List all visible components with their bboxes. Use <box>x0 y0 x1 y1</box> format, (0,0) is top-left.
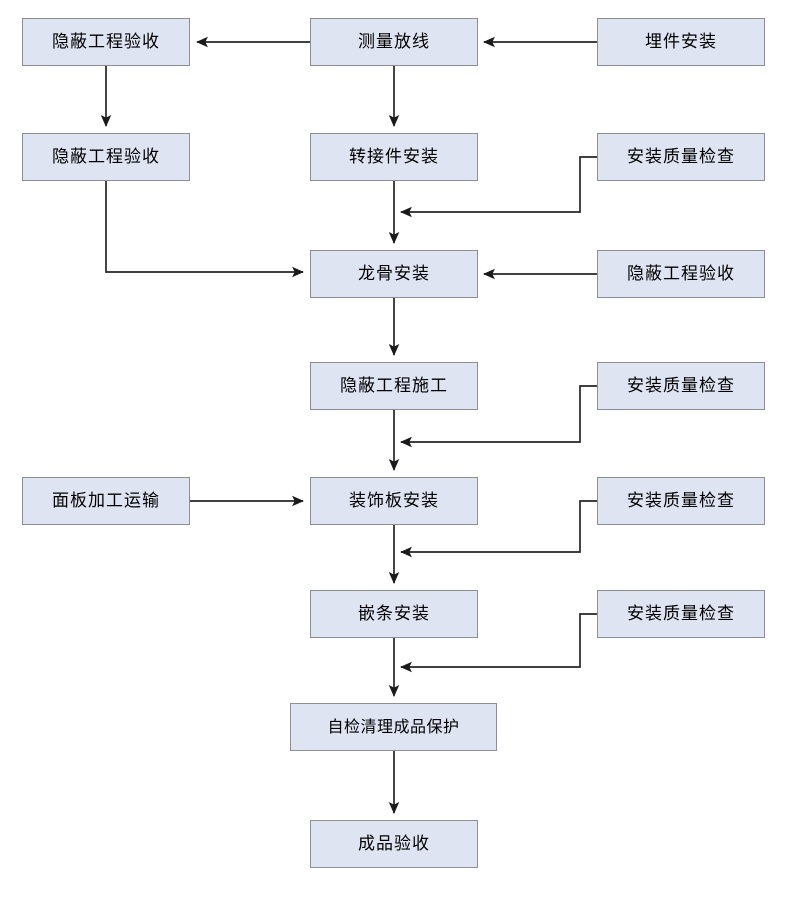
flowchart-node[interactable]: 隐蔽工程验收 <box>597 250 765 298</box>
flowchart-node[interactable]: 自检清理成品保护 <box>290 703 497 751</box>
flowchart-node-label: 隐蔽工程验收 <box>627 263 735 284</box>
flowchart-node[interactable]: 安装质量检查 <box>597 590 765 638</box>
flowchart-node[interactable]: 安装质量检查 <box>597 362 765 410</box>
flowchart-node[interactable]: 安装质量检查 <box>597 133 765 181</box>
flowchart-node-label: 嵌条安装 <box>358 603 430 624</box>
flowchart-node[interactable]: 测量放线 <box>310 18 478 66</box>
flowchart-node-label: 隐蔽工程验收 <box>52 146 160 167</box>
flowchart-node[interactable]: 埋件安装 <box>597 18 765 66</box>
flowchart-node[interactable]: 面板加工运输 <box>22 477 190 525</box>
flowchart-node[interactable]: 嵌条安装 <box>310 590 478 638</box>
flowchart-node-label: 成品验收 <box>358 833 430 854</box>
flowchart-node-label: 隐蔽工程施工 <box>340 375 448 396</box>
flowchart-node[interactable]: 安装质量检查 <box>597 477 765 525</box>
flowchart-node[interactable]: 隐蔽工程验收 <box>22 133 190 181</box>
flowchart-node-label: 转接件安装 <box>349 146 439 167</box>
flowchart-node[interactable]: 转接件安装 <box>310 133 478 181</box>
flowchart-node-label: 安装质量检查 <box>627 146 735 167</box>
flowchart-node-label: 龙骨安装 <box>358 263 430 284</box>
flowchart-edge <box>105 181 304 278</box>
flowchart-node[interactable]: 成品验收 <box>310 820 478 868</box>
flowchart-node[interactable]: 装饰板安装 <box>310 477 478 525</box>
flowchart-node-label: 埋件安装 <box>645 31 717 52</box>
flowchart-node-label: 面板加工运输 <box>52 490 160 511</box>
flowchart-node[interactable]: 隐蔽工程验收 <box>22 18 190 66</box>
flowchart-node-label: 隐蔽工程验收 <box>52 31 160 52</box>
flowchart-node-label: 安装质量检查 <box>627 375 735 396</box>
flowchart-node-label: 装饰板安装 <box>349 490 439 511</box>
flowchart-node[interactable]: 隐蔽工程施工 <box>310 362 478 410</box>
flowchart-node-label: 自检清理成品保护 <box>327 717 460 736</box>
flowchart-node-label: 安装质量检查 <box>627 603 735 624</box>
flowchart-node-label: 测量放线 <box>358 31 430 52</box>
flowchart-node[interactable]: 龙骨安装 <box>310 250 478 298</box>
flowchart-node-label: 安装质量检查 <box>627 490 735 511</box>
